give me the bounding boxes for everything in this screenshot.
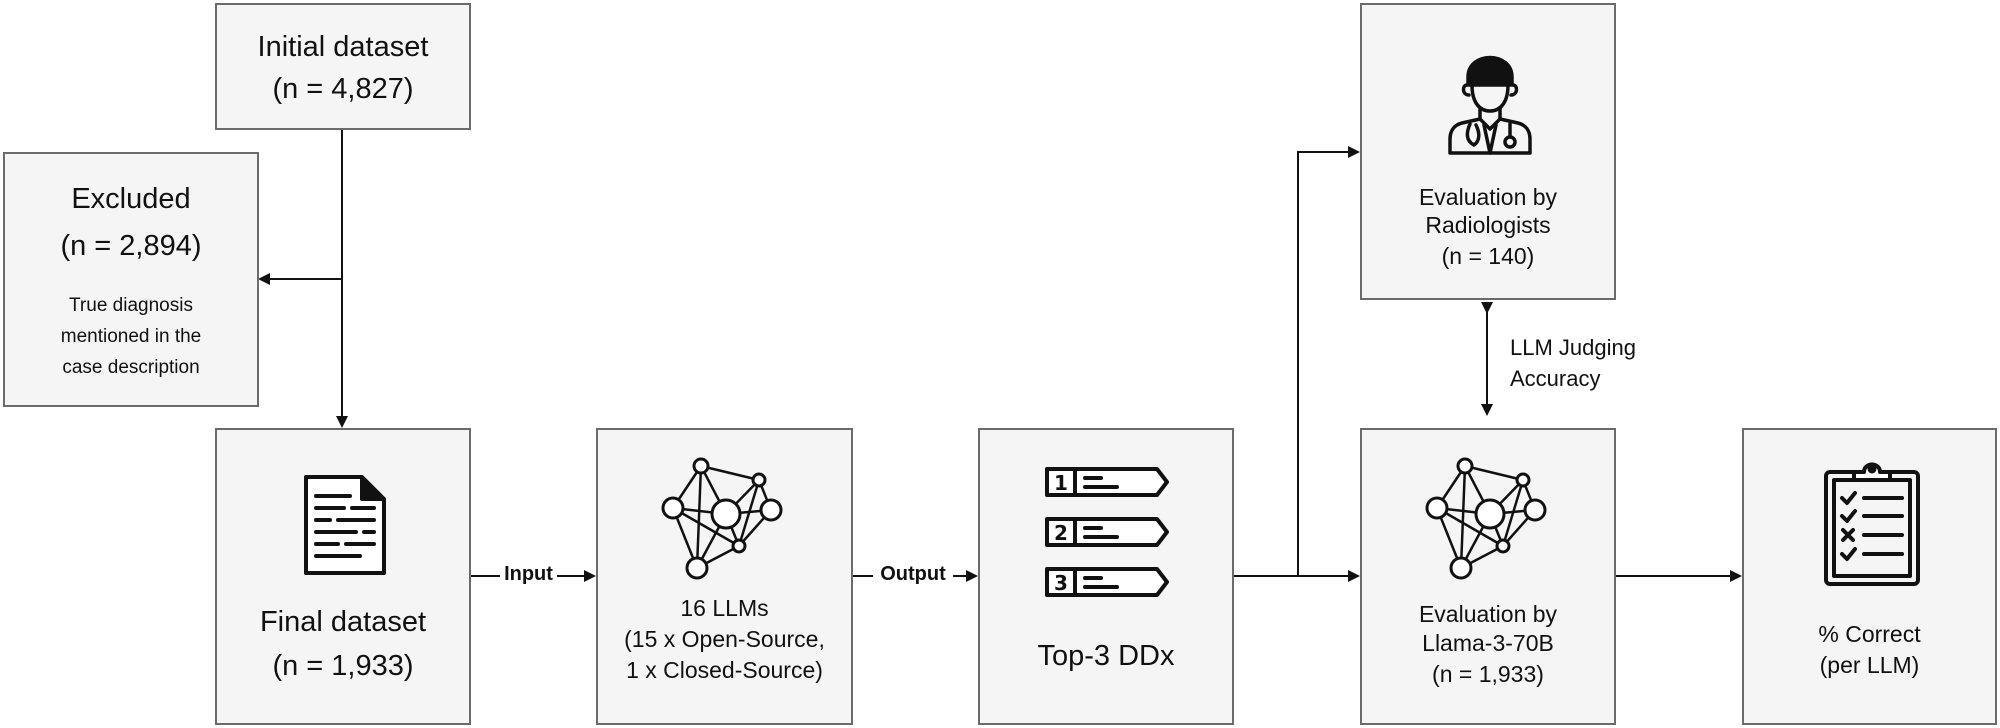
llms-line2: (15 x Open-Source, — [624, 626, 825, 652]
rank-3-label: 3 — [1054, 571, 1068, 595]
final-dataset-count: (n = 1,933) — [272, 650, 414, 682]
arrow-ddx-to-radiologists — [1297, 146, 1360, 576]
excluded-box: Excluded (n = 2,894) True diagnosis ment… — [3, 152, 259, 407]
ranked-list-icon: 1 2 3 — [1045, 467, 1169, 597]
llms-box: 16 LLMs (15 x Open-Source, 1 x Closed-So… — [596, 428, 853, 725]
initial-dataset-box: Initial dataset (n = 4,827) — [215, 3, 471, 130]
excluded-reason-line3: case description — [62, 357, 200, 378]
llms-line1: 16 LLMs — [680, 595, 769, 621]
correct-line2: (per LLM) — [1819, 652, 1920, 678]
radiologists-box: Evaluation by Radiologists (n = 140) — [1360, 3, 1616, 300]
radiologists-line1: Evaluation by — [1418, 184, 1558, 210]
document-icon — [304, 475, 386, 575]
final-dataset-box: Final dataset (n = 1,933) — [215, 428, 471, 725]
input-edge-label: Input — [500, 563, 557, 586]
rank-1-label: 1 — [1054, 471, 1068, 495]
output-edge-label: Output — [873, 563, 953, 586]
excluded-count: (n = 2,894) — [60, 230, 202, 262]
network-icon — [661, 457, 783, 580]
llama-line2: Llama-3-70B — [1422, 630, 1554, 656]
initial-dataset-count: (n = 4,827) — [272, 73, 414, 105]
llama-box: Evaluation by Llama-3-70B (n = 1,933) — [1360, 428, 1616, 725]
final-dataset-title: Final dataset — [259, 606, 427, 638]
ddx-box: 1 2 3 Top-3 DDx — [978, 428, 1234, 725]
network-icon — [1425, 457, 1547, 580]
excluded-reason-line1: True diagnosis — [69, 295, 193, 316]
llama-line3: (n = 1,933) — [1432, 661, 1544, 687]
rank-2-label: 2 — [1054, 521, 1068, 545]
excluded-title: Excluded — [71, 183, 191, 215]
excluded-reason-line2: mentioned in the — [60, 326, 202, 347]
judging-label-line2: Accuracy — [1510, 366, 1601, 391]
radiologists-line3: (n = 140) — [1441, 243, 1535, 269]
correct-line1: % Correct — [1818, 621, 1921, 647]
judging-label-line1: LLM Judging — [1510, 335, 1636, 360]
llms-line3: 1 x Closed-Source) — [626, 657, 823, 683]
llama-line1: Evaluation by — [1418, 601, 1558, 627]
doctor-icon — [1448, 55, 1532, 155]
clipboard-icon — [1824, 462, 1920, 586]
ddx-title: Top-3 DDx — [1037, 640, 1175, 672]
correct-box: % Correct (per LLM) — [1742, 428, 1997, 725]
radiologists-line2: Radiologists — [1425, 212, 1551, 238]
initial-dataset-title: Initial dataset — [257, 31, 429, 63]
